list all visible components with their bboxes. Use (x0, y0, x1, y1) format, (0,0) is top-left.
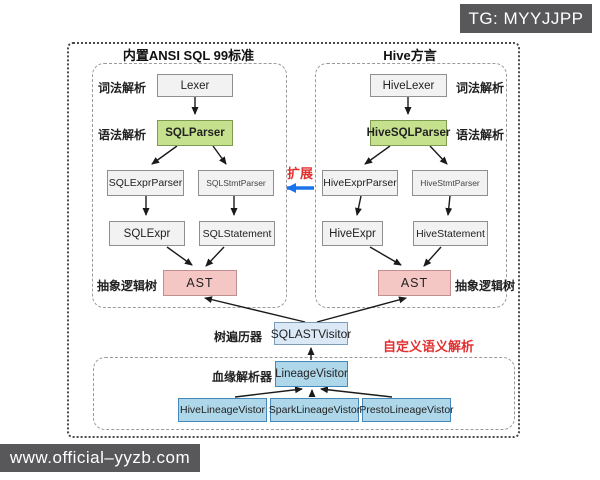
node-hivesqlparser: HiveSQLParser (367, 120, 450, 146)
node-hiveexpr: HiveExpr (322, 221, 383, 246)
sql-section-title: 内置ANSI SQL 99标准 (122, 48, 255, 63)
outer-frame (67, 42, 520, 438)
hive-section-frame (315, 63, 507, 308)
node-hiveexprparser: HiveExprParser (322, 170, 398, 196)
hive-lexical-label: 词法解析 (456, 81, 505, 95)
tree-visitor-label: 树遍历器 (214, 330, 263, 344)
node-hivelexer: HiveLexer (370, 74, 447, 97)
node-hivelineagevistor: HiveLineageVistor (178, 398, 267, 422)
node-hive-ast: AST (378, 270, 451, 296)
node-sqlexprparser: SQLExprParser (107, 170, 184, 196)
node-prestolineagevistor: PrestoLineageVistor (359, 398, 454, 422)
node-sqlparser: SQLParser (157, 120, 233, 146)
node-sqlstmtparser: SQLStmtParser (198, 170, 274, 196)
node-sqlexpr: SQLExpr (109, 221, 185, 246)
node-sql-ast: AST (163, 270, 237, 296)
website-badge: www.official–yyzb.com (0, 444, 200, 472)
hive-section-title: Hive方言 (383, 48, 437, 63)
custom-semantic-label: 自定义语义解析 (383, 339, 475, 354)
sql-ast-label: 抽象逻辑树 (97, 279, 158, 293)
lineage-label: 血缘解析器 (212, 370, 273, 384)
node-hivestatement: HiveStatement (413, 221, 488, 246)
node-hivestmtparser: HiveStmtParser (412, 170, 488, 196)
node-lineagevisitor: LineageVisitor (275, 361, 348, 387)
sql-lexical-label: 词法解析 (98, 81, 147, 95)
sql-syntax-label: 语法解析 (98, 128, 147, 142)
node-sqlstatement: SQLStatement (199, 221, 275, 246)
extend-label: 扩展 (287, 166, 314, 181)
node-sparklineagevistor: SparkLineageVistor (269, 398, 360, 422)
node-sqlastvisitor: SQLASTVisitor (271, 322, 351, 345)
node-lexer: Lexer (157, 74, 233, 97)
telegram-badge: TG: MYYJJPP (460, 4, 592, 33)
hive-syntax-label: 语法解析 (456, 128, 505, 142)
hive-ast-label: 抽象逻辑树 (455, 279, 516, 293)
lineage-section-frame (93, 357, 515, 430)
